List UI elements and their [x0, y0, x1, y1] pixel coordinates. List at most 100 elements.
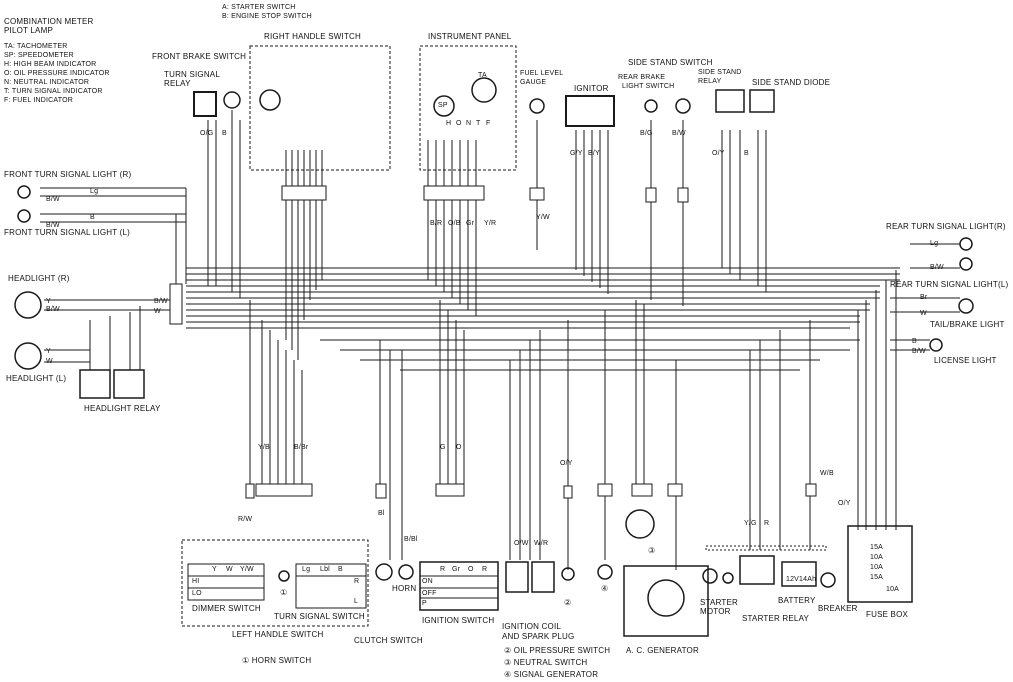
label-horn: HORN [392, 584, 417, 593]
label-ignition-switch: IGNITION SWITCH [422, 616, 495, 625]
wire-code: Y/R [484, 220, 497, 227]
turn-signal-relay-box [193, 91, 217, 117]
ac-generator-box [623, 565, 709, 637]
label-breaker: BREAKER [818, 604, 858, 613]
dimmer-col: Y/W [240, 566, 254, 573]
turn-signal-switch-grid [295, 563, 367, 609]
label-side-stand-diode: SIDE STAND DIODE [752, 78, 831, 87]
label-front-turn-r: FRONT TURN SIGNAL LIGHT (R) [4, 170, 132, 179]
wire-code: W/B [820, 470, 834, 477]
legend-item: F: FUEL INDICATOR [4, 97, 73, 104]
label-rear-turn-l: REAR TURN SIGNAL LIGHT(L) [890, 280, 1009, 289]
wire-code: Gr [466, 220, 475, 227]
wire-code: O/Y [712, 150, 725, 157]
ignition-coil-2 [531, 561, 555, 593]
legend-item: TA: TACHOMETER [4, 43, 68, 50]
gauge-tag-ta: TA [478, 72, 487, 79]
wire-code: Y [46, 348, 51, 355]
label-rear-brake-1: REAR BRAKE [618, 74, 666, 81]
headlight-relay-box-1 [79, 369, 111, 399]
wire-code: B [912, 338, 917, 345]
side-stand-diode-box [749, 89, 775, 113]
wire-code: Y/B [258, 444, 270, 451]
rear-turn-r-bulb [959, 237, 973, 251]
label-side-stand-relay-1: SIDE STAND [698, 69, 742, 76]
label-ignitor: IGNITOR [574, 84, 609, 93]
ignition-switch-grid [419, 561, 499, 611]
left-handle-switch-box [181, 539, 369, 627]
fuse-tag: 15A [870, 574, 884, 581]
indicator-n: N [466, 120, 472, 127]
label-fuel-gauge-2: GAUGE [520, 79, 547, 86]
dimmer-row-lo: LO [192, 590, 202, 597]
legend-item: SP: SPEEDOMETER [4, 52, 74, 59]
label-tail-brake: TAIL/BRAKE LIGHT [930, 320, 1005, 329]
ign-row-p: P [422, 600, 427, 607]
indicator-o: O [456, 120, 462, 127]
right-handle-lamp [259, 89, 281, 111]
license-bulb [929, 338, 943, 352]
wire-code: B [90, 214, 95, 221]
wire-code: B/W [912, 348, 926, 355]
legend-item: O: OIL PRESSURE INDICATOR [4, 70, 110, 77]
right-handle-switch-box [249, 45, 391, 171]
dimmer-row-hi: HI [192, 578, 200, 585]
label-clutch-switch: CLUTCH SWITCH [354, 636, 423, 645]
wire-code: B/W [46, 306, 60, 313]
wire-code: O/B [448, 220, 461, 227]
label-left-handle-switch: LEFT HANDLE SWITCH [232, 630, 324, 639]
instrument-panel-box [419, 45, 517, 171]
footnote-oil-pressure: ② OIL PRESSURE SWITCH [504, 646, 611, 655]
ign-col: R [482, 566, 488, 573]
turn-row-l: L [354, 598, 359, 605]
circle-mark-2: ② [564, 598, 572, 607]
starter-motor-circle-2 [722, 572, 734, 584]
wire-code: Br [920, 294, 928, 301]
starter-relay-box [739, 555, 775, 585]
footnote-signal-generator: ④ SIGNAL GENERATOR [504, 670, 599, 679]
ign-col: R [440, 566, 446, 573]
fuse-tag: 10A [870, 554, 884, 561]
wire-code: Y/W [536, 214, 550, 221]
legend-item: N: NEUTRAL INDICATOR [4, 79, 90, 86]
rear-turn-r-bulb-2 [959, 257, 973, 271]
label-starter-motor-2: MOTOR [700, 607, 731, 616]
wire-code: O [456, 444, 462, 451]
ign-row-on: ON [422, 578, 433, 585]
wire-code: W/R [534, 540, 549, 547]
fuse-tag: 10A [886, 586, 900, 593]
wire-code: B/Bl [404, 536, 418, 543]
footnote-neutral: ③ NEUTRAL SWITCH [504, 658, 588, 667]
wire-code: B [744, 150, 749, 157]
horn-circle [398, 564, 414, 580]
wire-code: B/G [640, 130, 653, 137]
indicator-f: F [486, 120, 491, 127]
fuse-box-outline [847, 525, 913, 603]
circle-mark-4: ④ [601, 584, 609, 593]
wire-code: R [764, 520, 770, 527]
legend-switch-a: A: STARTER SWITCH [222, 4, 296, 11]
front-turn-l-bulb [17, 209, 31, 223]
wire-code: Lg [90, 188, 99, 195]
wire-code: B/W [672, 130, 686, 137]
label-starter-relay: STARTER RELAY [742, 614, 810, 623]
turn-col: Lbl [320, 566, 330, 573]
side-stand-switch [644, 99, 658, 113]
ign-col: Gr [452, 566, 461, 573]
label-ignition-coil-2: AND SPARK PLUG [502, 632, 575, 641]
legend-switch-b: B: ENGINE STOP SWITCH [222, 13, 312, 20]
label-right-handle-switch: RIGHT HANDLE SWITCH [264, 32, 361, 41]
wire-code: B/W [46, 222, 60, 229]
label-front-brake-switch: FRONT BRAKE SWITCH [152, 52, 247, 61]
front-brake-switch-lamp [223, 91, 241, 109]
legend-item: T: TURN SIGNAL INDICATOR [4, 88, 103, 95]
ignition-coil-1 [505, 561, 529, 593]
main-harness-lines [186, 267, 900, 371]
front-turn-r-bulb [17, 185, 31, 199]
label-fuel-gauge-1: FUEL LEVEL [520, 70, 564, 77]
generator-coil [647, 579, 685, 617]
wire-code: W [46, 358, 53, 365]
dimmer-col: W [226, 566, 233, 573]
